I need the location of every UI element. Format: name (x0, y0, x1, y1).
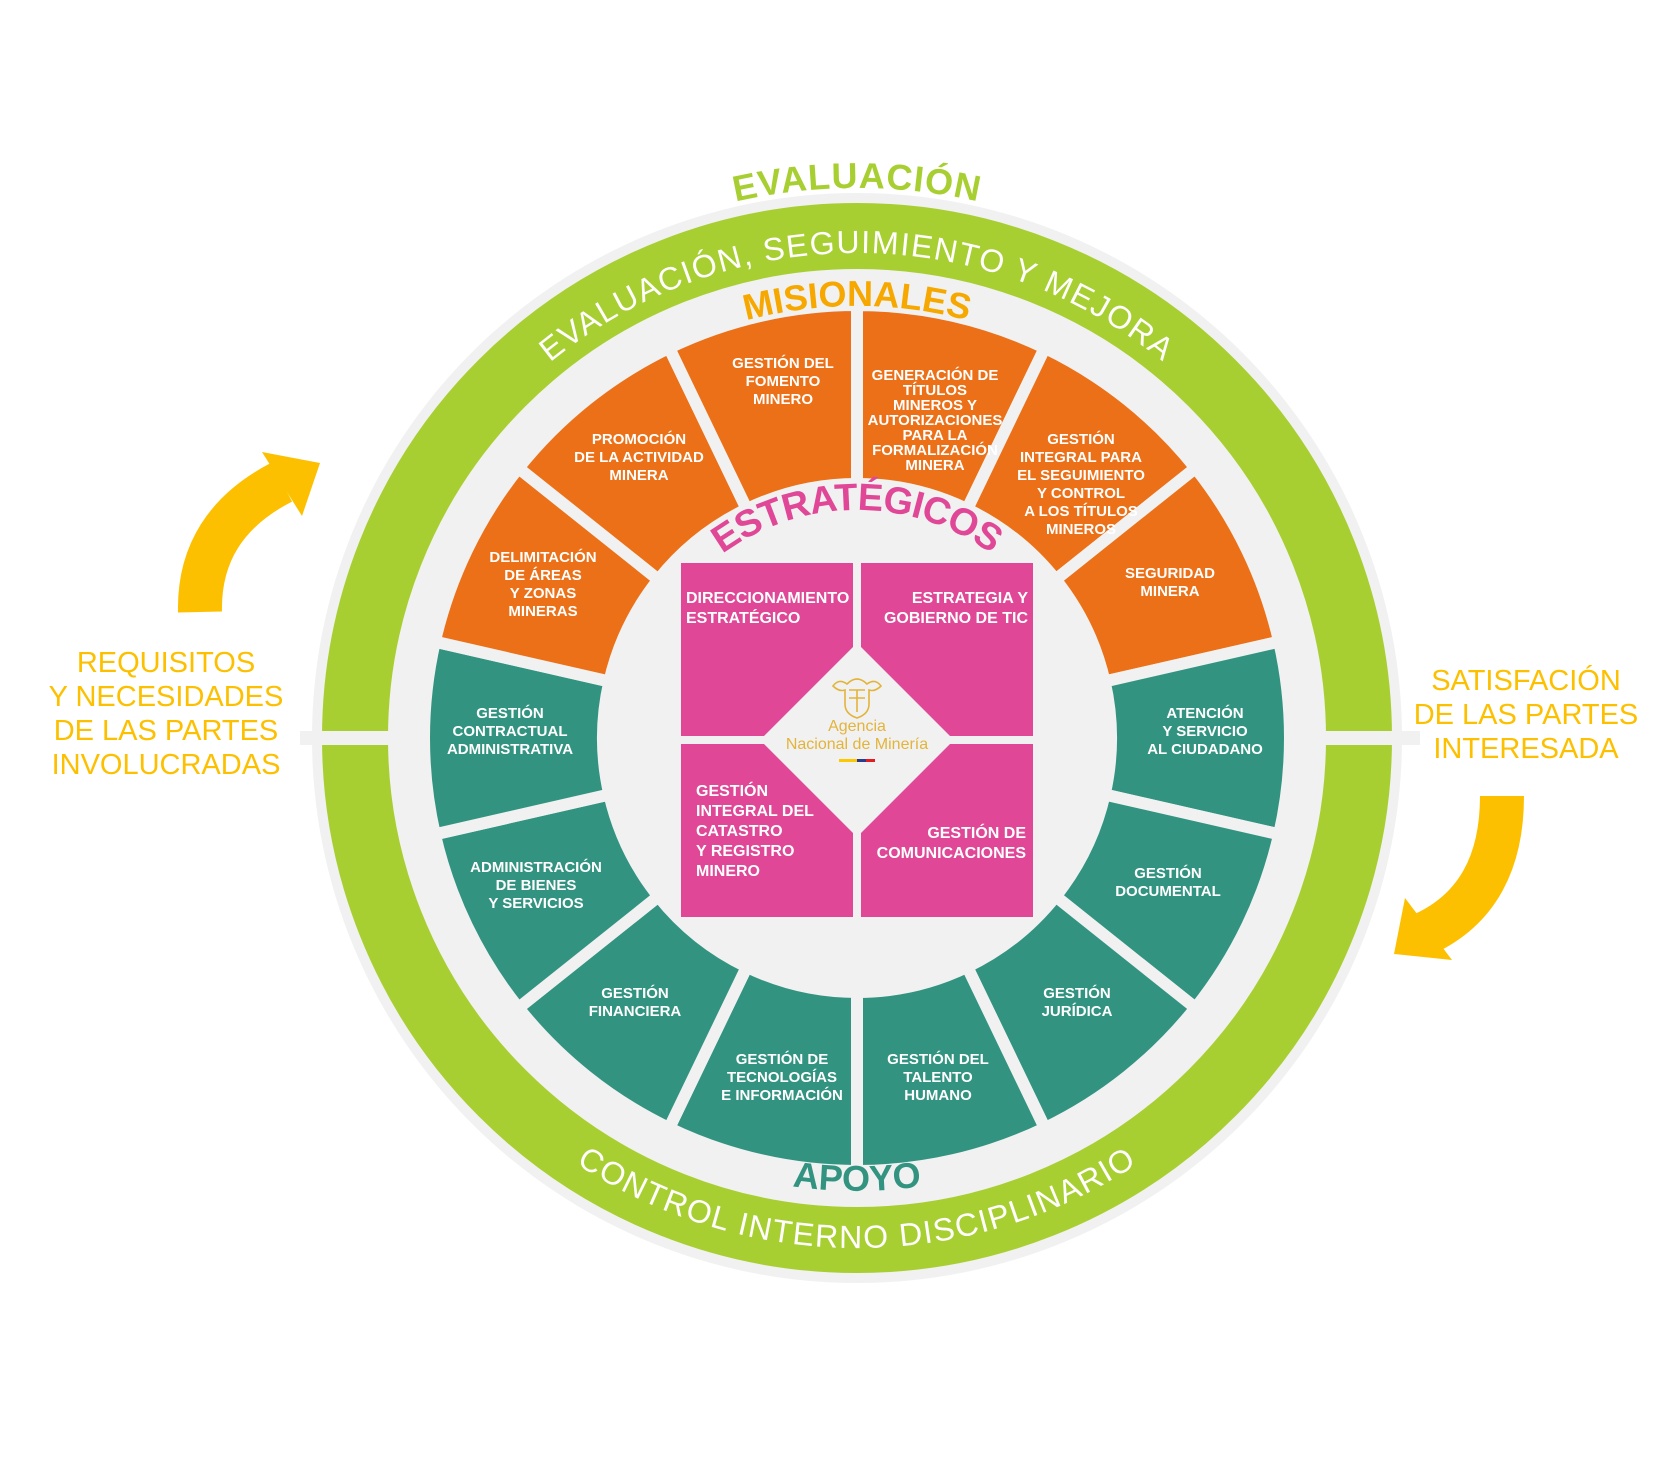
process-wedges (418, 298, 1296, 1178)
right-cycle-arrow (1394, 795, 1524, 960)
flag-blue (857, 759, 866, 762)
arrow-head (1394, 898, 1452, 960)
coat-of-arms-icon (831, 678, 883, 719)
logo-diamond (760, 643, 954, 837)
logo-line-2: Nacional de Minería (786, 736, 928, 753)
arrow-up-right-icon (177, 462, 293, 613)
process-wedge-misionales (661, 298, 863, 518)
apoyo-heading: APOYO (791, 1154, 922, 1199)
left-cycle-arrow (177, 452, 320, 613)
strategic-squares (681, 563, 1033, 917)
flag-yellow (839, 759, 857, 762)
flag-red (866, 759, 875, 762)
logo-line-1: Agencia (828, 718, 886, 735)
arrow-head (262, 452, 320, 516)
arrow-down-left-icon (1414, 795, 1524, 954)
logo: Agencia Nacional de Minería (786, 678, 928, 762)
